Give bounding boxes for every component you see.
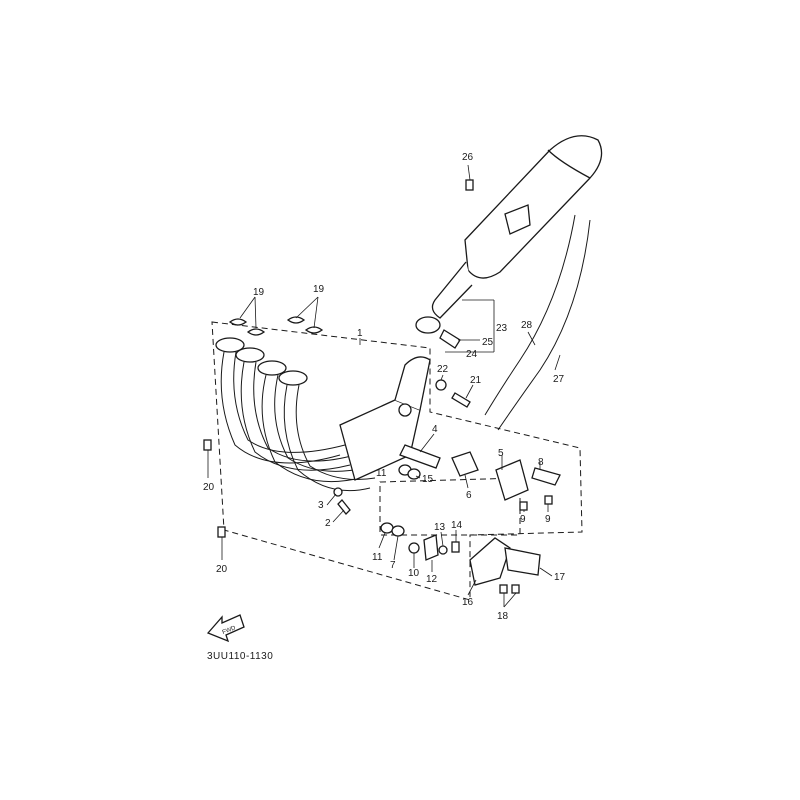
callout-11a: 11 [376,468,387,479]
callout-2: 2 [325,518,331,529]
callout-15: 15 [422,474,434,485]
bolt-20-lower [217,526,226,538]
callout-5: 5 [498,448,504,459]
callout-21: 21 [470,375,482,386]
front-direction-arrow: FWD [206,614,245,643]
muffler [415,135,603,349]
bushing-11-lower [380,522,394,534]
callouts: 1 2 3 4 5 6 7 8 9 9 10 11 11 12 13 14 15… [203,152,566,622]
callout-9b: 9 [545,514,551,525]
callout-16: 16 [462,597,474,608]
callout-4: 4 [432,424,438,435]
callout-8: 8 [538,457,544,468]
callout-25: 25 [482,337,494,348]
callout-17: 17 [554,572,566,583]
bolt-20-upper [203,439,212,451]
callout-19a: 19 [253,287,265,298]
callout-28: 28 [521,320,533,331]
gasket-19-left [228,318,248,326]
callout-12: 12 [426,574,438,585]
bolt-21 [451,392,471,408]
callout-26: 26 [462,152,474,163]
callout-14: 14 [451,520,463,531]
front-arrow-label: FWD [222,625,238,636]
gasket-19-left-b [246,328,266,336]
callout-18: 18 [497,611,509,622]
bracket-12 [423,534,439,561]
callout-1: 1 [357,328,363,339]
shaft-4 [399,444,441,469]
collar-7 [391,525,405,537]
cover-17 [504,547,541,576]
callout-24: 24 [466,349,478,360]
gasket-19-right [286,316,306,324]
leader-lines [207,164,561,608]
exhaust-header-pipes [215,337,431,492]
catalog-code: 3UU110-1130 [207,651,274,662]
assembly-boundary-exhaust [211,321,583,601]
callout-13: 13 [434,522,446,533]
callout-9a: 9 [520,514,526,525]
callout-6: 6 [466,490,472,501]
screw-9a [519,501,528,511]
valve-housing-5 [495,459,529,501]
callout-7: 7 [390,560,396,571]
callout-10: 10 [408,568,420,579]
screw-9b [544,495,553,505]
callout-11b: 11 [372,552,383,563]
callout-19b: 19 [313,284,325,295]
callout-27: 27 [553,374,565,385]
screw-18b [511,584,520,594]
cable-27 [497,219,591,431]
cover-16 [469,537,511,586]
screw-18a [499,584,508,594]
callout-23: 23 [496,323,508,334]
bolt-14 [451,541,460,553]
plate-6 [451,451,479,477]
bolt-2 [337,499,351,515]
assembly-boundary-valve [379,477,521,536]
cable-28 [484,214,576,416]
callout-20a: 20 [203,482,215,493]
callout-22: 22 [437,364,449,375]
washer-10 [408,542,420,554]
callout-20b: 20 [216,564,228,575]
washer-22 [435,379,447,391]
bolt-26 [465,179,474,191]
nut-13 [438,545,448,555]
lever-8 [531,467,561,486]
gasket-19-right-b [304,326,324,334]
callout-3: 3 [318,500,324,511]
